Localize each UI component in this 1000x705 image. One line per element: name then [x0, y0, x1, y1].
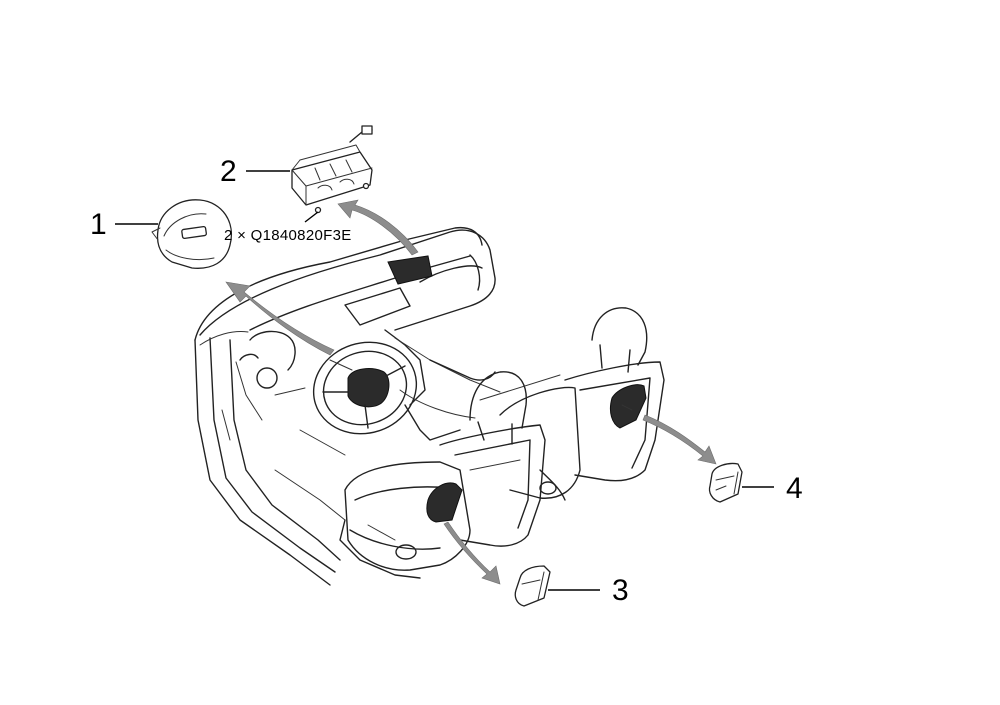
removal-arrows: [225, 199, 717, 585]
leader-line-fastener: [304, 211, 319, 223]
front-left-side-airbag-location: [426, 482, 463, 523]
arrow-to-part-4: [642, 414, 717, 465]
part-1-driver-airbag-module: [151, 199, 232, 269]
front-left-seat: [339, 371, 546, 579]
arrow-to-part-1: [225, 281, 335, 356]
arrow-to-part-2: [337, 199, 419, 256]
driver-airbag-location: [347, 368, 390, 408]
part-3-seat-side-airbag: [514, 565, 551, 607]
vehicle-body-outline: [194, 226, 483, 586]
callout-number-1: 1: [90, 208, 107, 241]
arrow-to-part-3: [443, 521, 501, 585]
passenger-airbag-location: [387, 255, 433, 285]
callout-number-3: 3: [612, 574, 629, 607]
dashboard-outline: [199, 229, 501, 441]
callout-number-4: 4: [786, 472, 803, 505]
part-2-passenger-airbag-module: [291, 125, 373, 214]
front-right-side-airbag-location: [609, 384, 647, 429]
fastener-note: 2 × Q1840820F3E: [224, 227, 352, 244]
steering-wheel: [312, 341, 418, 435]
part-4-seat-side-airbag: [708, 462, 743, 503]
callout-leader-lines: [115, 170, 774, 591]
floor-lines: [274, 374, 561, 521]
front-right-seat: [499, 307, 665, 501]
callout-number-2: 2: [220, 155, 237, 188]
